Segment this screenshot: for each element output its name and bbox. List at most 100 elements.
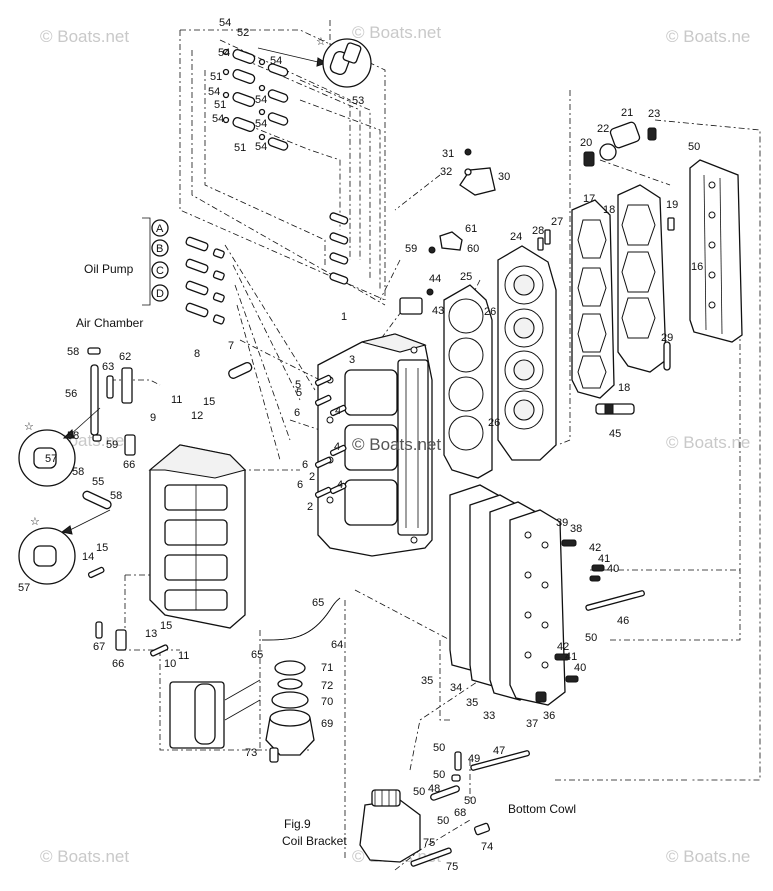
part-label: 39 <box>556 517 568 529</box>
circle-letter-a <box>151 219 169 237</box>
part-label: 9 <box>150 412 156 424</box>
part-label: 58 <box>110 490 122 502</box>
part-label: 63 <box>102 361 114 373</box>
part-label: 26 <box>488 417 500 429</box>
part-label: 15 <box>96 542 108 554</box>
detail-callout-53: ☆ <box>257 36 372 88</box>
watermark: © Boats.ne <box>666 27 750 46</box>
watermark: © Boats.net <box>352 23 441 42</box>
part-label: 4 <box>337 479 343 491</box>
part-label: 27 <box>551 216 563 228</box>
bolt-13 <box>150 644 169 657</box>
pipe-55 <box>82 490 112 510</box>
part-label: 10 <box>164 658 176 670</box>
watermark: © Boats.net <box>40 27 129 46</box>
air-chamber-label: Air Chamber <box>76 316 143 330</box>
part-label: 50 <box>433 742 445 754</box>
part-label: 69 <box>321 718 333 730</box>
part-label: 20 <box>580 137 592 149</box>
letter-a: A <box>156 223 164 235</box>
part-label: 75 <box>423 837 435 849</box>
part-label: 53 <box>352 95 364 107</box>
part-label: 54 <box>255 118 267 130</box>
part-label: 4 <box>334 441 340 453</box>
head-gasket <box>443 284 493 479</box>
part-label: 44 <box>429 273 441 285</box>
part-label: 50 <box>433 769 445 781</box>
seal-assembly <box>265 660 315 763</box>
part-label: 42 <box>589 542 601 554</box>
part-label: 55 <box>92 476 104 488</box>
hose-b <box>185 258 225 281</box>
svg-text:☆: ☆ <box>24 421 34 433</box>
svg-text:☆: ☆ <box>316 36 326 48</box>
part-label: 59 <box>106 439 118 451</box>
part-label: 21 <box>621 107 633 119</box>
head-cover-gasket <box>571 199 615 399</box>
exhaust-cover <box>689 159 743 343</box>
breather-cap-lower <box>92 434 102 442</box>
center-watermark: © Boats.net <box>352 435 441 454</box>
bolt-14 <box>87 566 105 579</box>
part-label: 13 <box>145 628 157 640</box>
part-label: 40 <box>607 563 619 575</box>
head-cover <box>617 184 667 373</box>
exhaust-plates <box>449 484 566 706</box>
circle-letter-b <box>151 239 169 257</box>
part-label: 50 <box>585 632 597 644</box>
part-label: 57 <box>45 453 57 465</box>
part-label: 33 <box>483 710 495 722</box>
part-label: 58 <box>72 466 84 478</box>
part-label: 34 <box>450 682 462 694</box>
watermark: © Boats.net <box>40 847 129 866</box>
part-label: 50 <box>464 795 476 807</box>
hose-c <box>185 280 225 303</box>
clamp-66a <box>124 434 136 456</box>
clamp-66b <box>115 629 127 651</box>
part-label: 6 <box>294 407 300 419</box>
part-label: 50 <box>413 786 425 798</box>
part-label: 18 <box>618 382 630 394</box>
part-label: 12 <box>191 410 203 422</box>
spark-plug <box>595 403 635 415</box>
part-label: 51 <box>214 99 226 111</box>
rod-46 <box>585 590 645 611</box>
part-label: 4 <box>335 405 341 417</box>
misc-brackets <box>399 148 675 371</box>
part-label: 31 <box>442 148 454 160</box>
part-label: 43 <box>432 305 444 317</box>
watermark: © Boats.ne <box>666 847 750 866</box>
part-label: 6 <box>297 479 303 491</box>
hose-64 <box>261 597 341 641</box>
thermostat-cover <box>583 121 657 167</box>
part-label: 41 <box>565 651 577 663</box>
part-label: 58 <box>67 346 79 358</box>
detail-callout-57b: ☆ <box>18 509 111 585</box>
part-label: 54 <box>270 55 282 67</box>
small-bolts <box>535 539 605 703</box>
part-label: 65 <box>251 649 263 661</box>
part-label: 54 <box>219 17 231 29</box>
part-label: 37 <box>526 718 538 730</box>
part-label: 14 <box>82 551 94 563</box>
part-label: 18 <box>603 204 615 216</box>
part-label: 41 <box>598 553 610 565</box>
part-label: 46 <box>617 615 629 627</box>
part-label: 65 <box>312 597 324 609</box>
part-label: 67 <box>93 641 105 653</box>
part-label: 29 <box>661 332 673 344</box>
part-label: 62 <box>119 351 131 363</box>
part-label: 19 <box>666 199 678 211</box>
part-label: 35 <box>466 697 478 709</box>
part-label: 75 <box>446 861 458 873</box>
part-label: 59 <box>405 243 417 255</box>
part-label: 73 <box>245 747 257 759</box>
part-label: 32 <box>440 166 452 178</box>
part-label: 51 <box>210 71 222 83</box>
part-label: 23 <box>648 108 660 120</box>
part-label: 61 <box>465 223 477 235</box>
part-label: 50 <box>688 141 700 153</box>
breather-cap <box>87 347 101 355</box>
part-label: 66 <box>112 658 124 670</box>
part-label: 49 <box>468 753 480 765</box>
